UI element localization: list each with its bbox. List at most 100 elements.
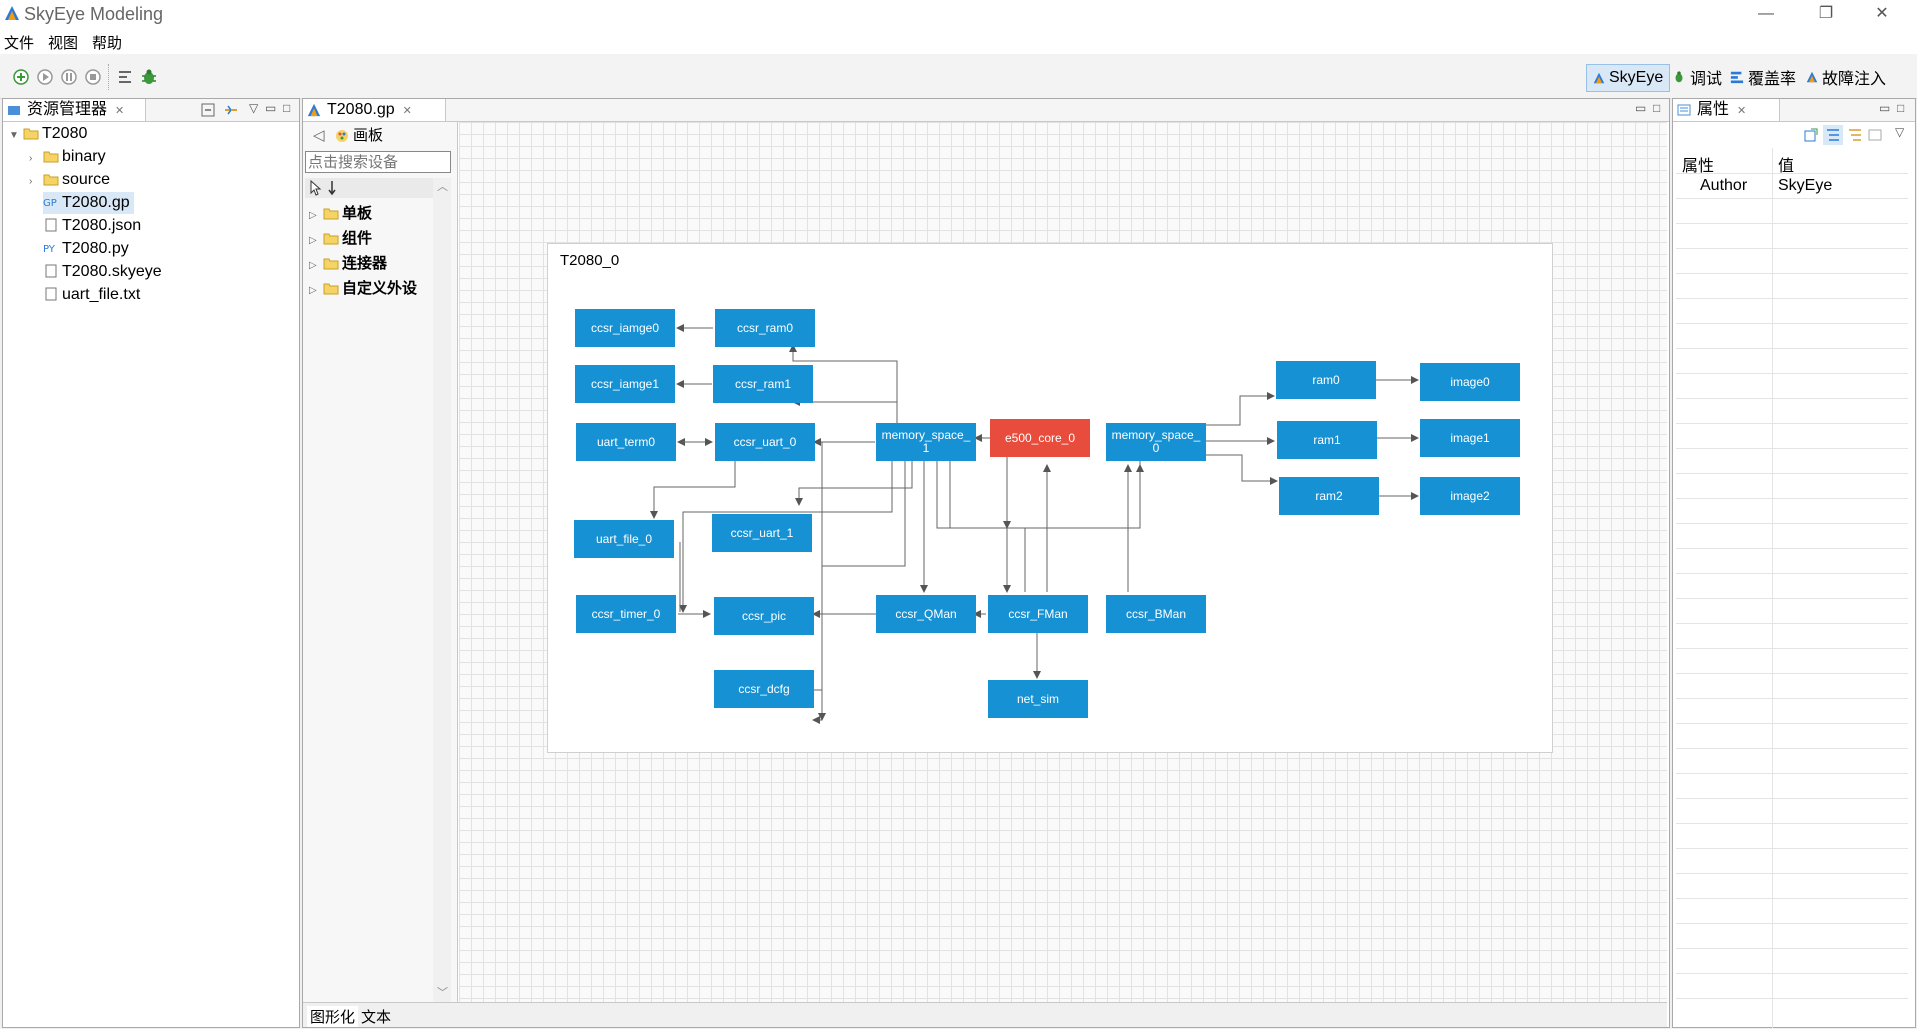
board-container[interactable]: T2080_0 — [547, 243, 1553, 753]
palette-category-board[interactable]: ▷单板 — [309, 202, 372, 223]
property-row-empty — [1676, 623, 1908, 649]
device-node-net-sim[interactable]: net_sim — [988, 680, 1088, 718]
minimize-icon[interactable]: ▭ — [265, 101, 277, 115]
pause-icon[interactable] — [60, 68, 78, 86]
palette-category-connector[interactable]: ▷连接器 — [309, 252, 387, 273]
folder-icon — [323, 233, 339, 245]
device-node-ccsr-timer-0[interactable]: ccsr_timer_0 — [576, 595, 676, 633]
tree-item-binary[interactable]: ›binary — [29, 146, 106, 168]
close-icon[interactable]: ✕ — [402, 105, 412, 117]
tree-item-t2080-json[interactable]: T2080.json — [43, 215, 141, 237]
chevron-left-icon[interactable]: ◁ — [313, 127, 325, 144]
tab-properties[interactable]: 属性✕ — [1673, 99, 1780, 121]
device-node-uart-file-0[interactable]: uart_file_0 — [574, 520, 674, 558]
palette-category-custom-device[interactable]: ▷自定义外设 — [309, 277, 417, 298]
chevron-right-icon[interactable]: ▷ — [309, 260, 317, 271]
palette-scrollbar[interactable]: ︿ ﹀ — [433, 178, 451, 1002]
menu-file[interactable]: 文件 — [4, 35, 35, 52]
minimize-icon[interactable]: ▭ — [1635, 101, 1647, 115]
perspective-skyeye[interactable]: SkyEye — [1586, 64, 1671, 92]
palette-category-component[interactable]: ▷ 组件 — [309, 227, 372, 248]
maximize-icon[interactable]: □ — [1653, 101, 1661, 115]
device-node-ccsr-iamge1[interactable]: ccsr_iamge1 — [575, 365, 675, 403]
close-icon[interactable]: ✕ — [1737, 105, 1747, 117]
device-node-ccsr-fman[interactable]: ccsr_FMan — [988, 595, 1088, 633]
toolbar-separator — [108, 64, 110, 90]
stop-icon[interactable] — [84, 68, 102, 86]
chevron-right-icon[interactable]: ▷ — [309, 210, 317, 221]
link-editor-icon[interactable] — [223, 103, 239, 117]
chevron-right-icon[interactable]: › — [29, 153, 33, 164]
device-node-image1[interactable]: image1 — [1420, 419, 1520, 457]
connection-arrow-icon[interactable] — [327, 180, 337, 196]
property-row[interactable]: Author SkyEye — [1676, 173, 1908, 199]
property-row-empty — [1676, 823, 1908, 849]
device-node-ccsr-dcfg[interactable]: ccsr_dcfg — [714, 670, 814, 708]
category-label: 组件 — [342, 230, 373, 247]
close-button[interactable]: ✕ — [1875, 5, 1889, 22]
pin-icon[interactable] — [1803, 127, 1819, 143]
chevron-down-icon[interactable]: ▼ — [9, 130, 19, 141]
chevron-right-icon[interactable]: ▷ — [309, 285, 317, 296]
device-node-ccsr-uart-1[interactable]: ccsr_uart_1 — [712, 514, 812, 552]
tab-t2080-gp[interactable]: T2080.gp✕ — [303, 99, 446, 121]
folder-icon — [323, 208, 339, 220]
property-row-empty — [1676, 798, 1908, 824]
maximize-icon[interactable]: □ — [1897, 101, 1905, 115]
filter-icon[interactable] — [1847, 127, 1863, 143]
minimize-button[interactable]: — — [1758, 5, 1774, 22]
play-icon[interactable] — [36, 68, 54, 86]
collapse-all-icon[interactable] — [201, 103, 215, 117]
restore-button[interactable]: ❐ — [1818, 5, 1834, 22]
add-icon[interactable] — [12, 68, 30, 86]
device-node-ram0[interactable]: ram0 — [1276, 361, 1376, 399]
debug-bug-icon[interactable] — [140, 68, 158, 86]
chevron-right-icon[interactable]: › — [29, 176, 33, 187]
device-node-ram1[interactable]: ram1 — [1277, 421, 1377, 459]
device-node-uart-term0[interactable]: uart_term0 — [576, 423, 676, 461]
device-node-ccsr-ram0[interactable]: ccsr_ram0 — [715, 309, 815, 347]
device-node-image2[interactable]: image2 — [1420, 477, 1520, 515]
select-cursor-icon[interactable] — [309, 180, 323, 196]
tab-explorer[interactable]: 资源管理器✕ — [3, 99, 146, 121]
categories-icon[interactable] — [1823, 125, 1843, 145]
tree-item-uart-file[interactable]: uart_file.txt — [43, 284, 140, 306]
device-node-ccsr-iamge0[interactable]: ccsr_iamge0 — [575, 309, 675, 347]
chevron-right-icon[interactable]: ▷ — [309, 235, 317, 246]
device-search-input[interactable] — [305, 151, 451, 173]
scroll-up-icon[interactable]: ︿ — [437, 181, 448, 193]
tree-root[interactable]: ▼T2080 — [9, 123, 87, 145]
maximize-icon[interactable]: □ — [283, 101, 291, 115]
device-node-image0[interactable]: image0 — [1420, 363, 1520, 401]
tab-text[interactable]: 文本 — [361, 1009, 392, 1026]
device-node-e500-core-0[interactable]: e500_core_0 — [990, 419, 1090, 457]
tree-item-source[interactable]: ›source — [29, 169, 110, 191]
device-node-ccsr-uart-0[interactable]: ccsr_uart_0 — [715, 423, 815, 461]
perspective-debug[interactable]: 调试 — [1666, 64, 1728, 90]
list-icon[interactable] — [116, 68, 134, 86]
minimize-icon[interactable]: ▭ — [1879, 101, 1891, 115]
palette-header[interactable]: ◁ 画板 — [303, 124, 457, 148]
device-node-memory-space-0[interactable]: memory_space_ 0 — [1106, 423, 1206, 461]
device-node-ccsr-ram1[interactable]: ccsr_ram1 — [713, 365, 813, 403]
perspective-fault-injection[interactable]: 故障注入 — [1800, 64, 1892, 90]
view-menu-icon[interactable]: ▽ — [249, 101, 259, 115]
property-value[interactable]: SkyEye — [1778, 177, 1833, 194]
menu-help[interactable]: 帮助 — [92, 35, 123, 52]
scroll-down-icon[interactable]: ﹀ — [437, 987, 448, 999]
perspective-coverage[interactable]: 覆盖率 — [1724, 64, 1802, 90]
restore-defaults-icon[interactable] — [1867, 127, 1883, 143]
device-node-memory-space-1[interactable]: memory_space_ 1 — [876, 423, 976, 461]
properties-tab-header: 属性✕ ▭ □ — [1673, 99, 1915, 122]
device-node-ram2[interactable]: ram2 — [1279, 477, 1379, 515]
device-node-ccsr-pic[interactable]: ccsr_pic — [714, 597, 814, 635]
close-icon[interactable]: ✕ — [115, 105, 125, 117]
device-node-ccsr-qman[interactable]: ccsr_QMan — [876, 595, 976, 633]
menu-view[interactable]: 视图 — [48, 35, 79, 52]
device-node-ccsr-bman[interactable]: ccsr_BMan — [1106, 595, 1206, 633]
tab-graphical[interactable]: 图形化 — [307, 1006, 359, 1027]
tree-item-t2080-skyeye[interactable]: T2080.skyeye — [43, 261, 162, 283]
view-menu-icon[interactable]: ▽ — [1895, 125, 1905, 139]
